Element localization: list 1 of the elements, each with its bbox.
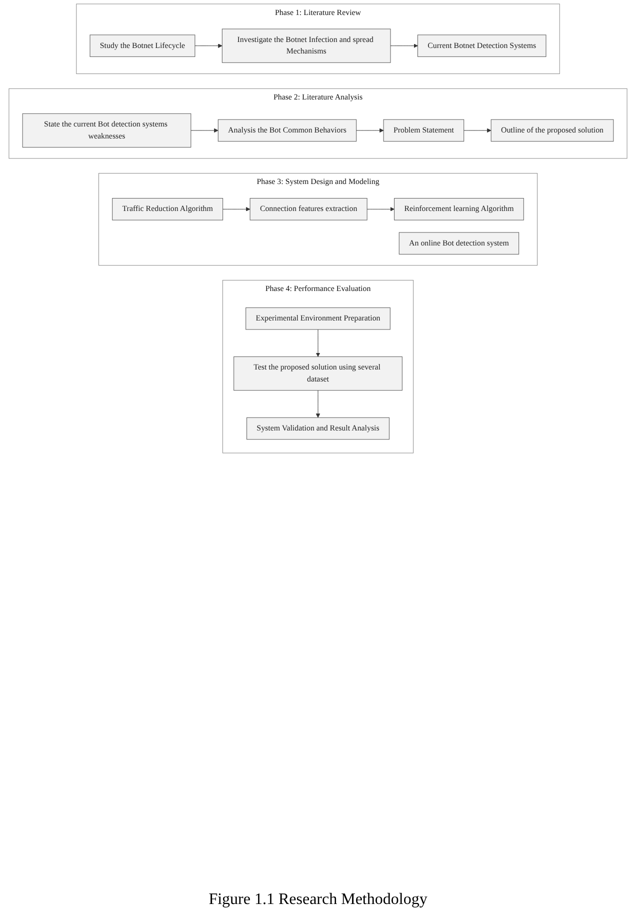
figure-caption: Figure 1.1 Research Methodology xyxy=(208,890,428,910)
